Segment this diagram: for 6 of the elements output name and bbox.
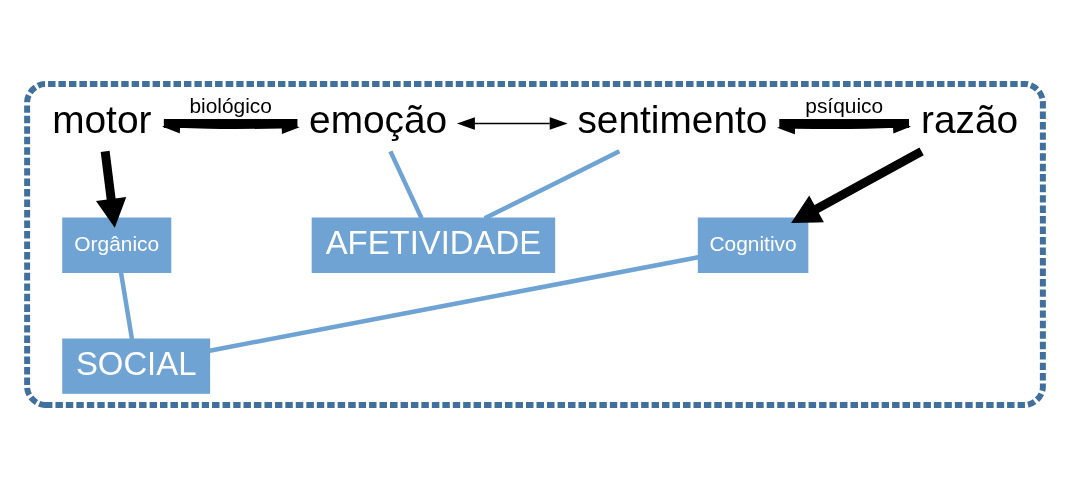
node-text: sentimento (577, 97, 768, 141)
node-text: razão (921, 97, 1019, 141)
edge-label: psíquico (805, 93, 884, 117)
node-text: emoção (309, 97, 448, 141)
node-text: motor (52, 97, 152, 141)
edge-label: biológico (189, 93, 272, 117)
